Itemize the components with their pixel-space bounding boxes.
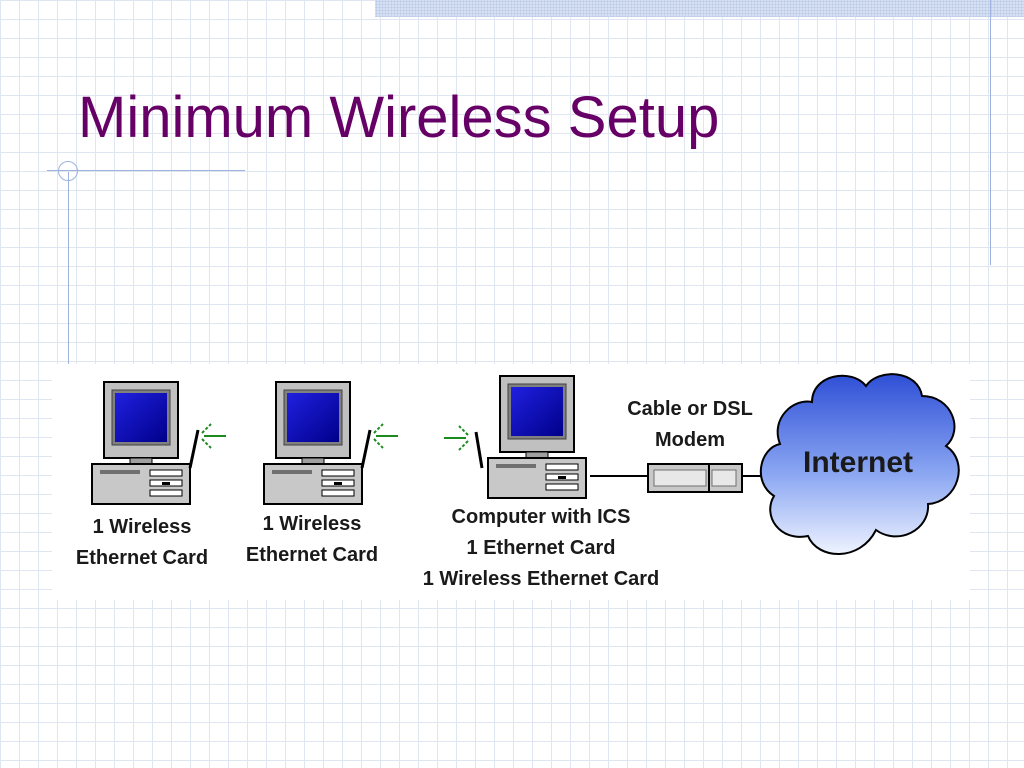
internet-label: Internet: [802, 446, 913, 479]
ics-computer-icon: [474, 375, 587, 499]
slide-title: Minimum Wireless Setup: [78, 85, 720, 150]
internet-cloud-icon: [759, 373, 960, 555]
wireless-signal-1-icon: [201, 423, 227, 449]
network-diagram: 1 Wireless Ethernet Card 1 Wireless Ethe…: [52, 364, 970, 600]
top-decorative-band: [375, 0, 1024, 17]
wireless-signal-3-icon: [443, 425, 469, 451]
pc1-label: 1 Wireless Ethernet Card: [75, 516, 209, 569]
network-diagram-svg: [91, 373, 960, 555]
modem-icon: [647, 463, 743, 493]
wireless-signal-2-icon: [373, 423, 399, 449]
modem-label: Cable or DSL Modem: [627, 398, 753, 451]
wireless-computer-2-icon: [263, 381, 372, 505]
pc2-label: 1 Wireless Ethernet Card: [245, 513, 379, 566]
ics-computer-label: Computer with ICS 1 Ethernet Card 1 Wire…: [422, 506, 660, 590]
decorative-vertical-line-right: [990, 0, 991, 265]
decorative-vertical-line-left: [68, 172, 69, 367]
decorative-horizontal-line: [47, 170, 245, 171]
wireless-computer-1-icon: [91, 381, 200, 505]
decorative-circle-mark: [58, 161, 78, 181]
